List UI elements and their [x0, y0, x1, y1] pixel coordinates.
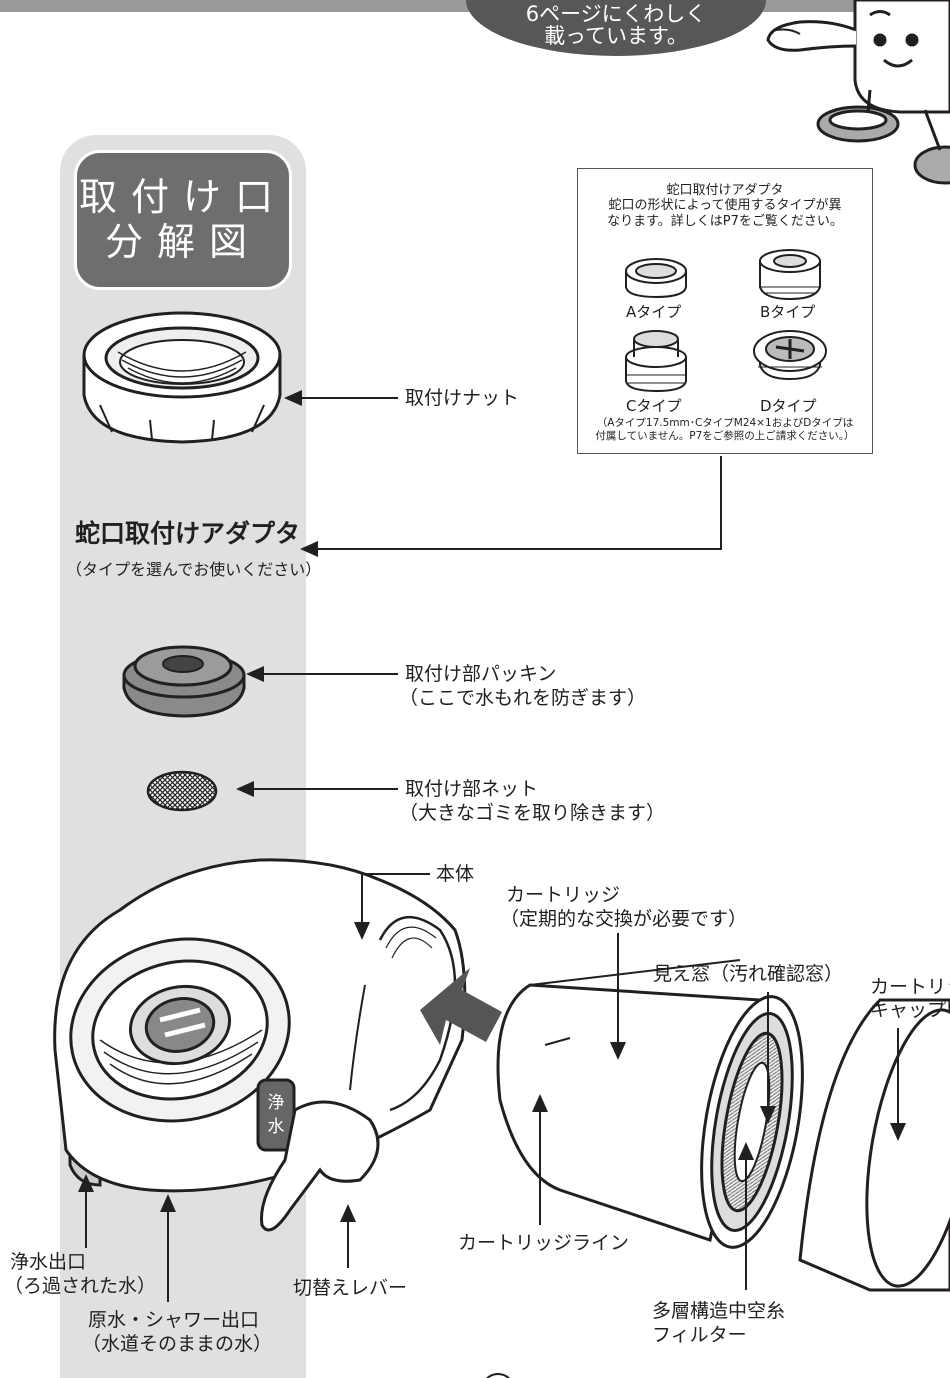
window-pointer-arrow: [760, 992, 776, 1124]
label-outlet-2: （ろ過された水）: [4, 1275, 157, 1297]
bubble-line-1: 6ページにくわしく: [525, 2, 707, 26]
cap-pointer-arrow: [890, 1028, 906, 1141]
info-foot-2: 付属していません。P7をご参照の上ご請求ください。）: [595, 430, 855, 442]
info-type-d: Dタイプ: [760, 397, 817, 415]
label-lever: 切替えレバー: [293, 1277, 408, 1299]
lever-mark-2: 水: [268, 1117, 285, 1137]
info-title: 蛇口取付けアダプタ: [666, 183, 784, 198]
info-type-b: Bタイプ: [760, 303, 816, 321]
adapter-types-illustration: [625, 249, 827, 393]
label-net-2: （大きなゴミを取り除きます）: [399, 802, 666, 824]
main-body-illustration: [53, 858, 467, 1232]
mascot-illustration: [766, 0, 950, 185]
lever-pointer-arrow: [340, 1204, 356, 1268]
adapter-pointer-arrow: [300, 456, 722, 557]
section-title-line-1: 取付け口: [78, 175, 287, 219]
label-adapter-sub: （タイプを選んでお使いください）: [66, 560, 322, 579]
nut-pointer-arrow: [284, 390, 398, 406]
page-number-circle: [485, 1373, 511, 1378]
label-net-1: 取付け部ネット: [405, 778, 539, 800]
net-pointer-arrow: [236, 781, 398, 797]
adapter-info-box: 蛇口取付けアダプタ 蛇口の形状によって使用するタイプが異 なります。詳しくはP7…: [577, 168, 873, 454]
info-foot-1: （Aタイプ17.5mm･CタイプM24×1およびDタイプは: [596, 417, 854, 429]
info-desc-1: 蛇口の形状によって使用するタイプが異: [608, 198, 842, 213]
packing-pointer-arrow: [246, 666, 398, 682]
label-shower-1: 原水・シャワー出口: [88, 1309, 260, 1331]
label-window: 見え窓（汚れ確認窓）: [653, 963, 844, 985]
label-adapter-title: 蛇口取付けアダプタ: [75, 519, 301, 548]
outlet-pointer-arrow: [78, 1174, 94, 1248]
mounting-nut-illustration: [82, 311, 282, 444]
label-cartridge-2: （定期的な交換が必要です）: [500, 908, 748, 930]
label-packing-2: （ここで水もれを防ぎます）: [399, 687, 647, 709]
label-filter-1: 多層構造中空糸: [652, 1300, 786, 1322]
label-outlet-1: 浄水出口: [10, 1251, 87, 1273]
cartridge-illustration: [496, 959, 804, 1249]
body-pointer-arrow: [354, 873, 430, 940]
filter-pointer-arrow: [738, 1142, 754, 1290]
shower-pointer-arrow: [160, 1194, 176, 1302]
assembly-arrow: [420, 968, 502, 1045]
label-body: 本体: [436, 863, 475, 885]
section-title-line-2: 分解図: [104, 220, 261, 264]
label-cap-2: キャップ: [870, 999, 947, 1021]
info-type-c: Cタイプ: [626, 397, 682, 415]
speech-bubble: 6ページにくわしく 載っています。: [466, 0, 766, 56]
label-filter-2: フィルター: [652, 1324, 747, 1346]
info-desc-2: なります。詳しくはP7をご覧ください。: [607, 214, 843, 229]
section-title: 取付け口 分解図: [74, 150, 292, 290]
cartridge-pointer-arrow: [610, 933, 626, 1060]
label-shower-2: （水道そのままの水）: [82, 1333, 273, 1355]
packing-illustration: [122, 645, 246, 718]
label-cartridge-line: カートリッジライン: [458, 1232, 630, 1254]
lever-mark-1: 浄: [268, 1093, 285, 1113]
label-nut: 取付けナット: [405, 387, 520, 409]
label-cap-1: カートリッ: [870, 976, 950, 998]
cartridge-cap-illustration: [798, 998, 950, 1292]
info-type-a: Aタイプ: [626, 303, 682, 321]
net-illustration: [146, 770, 218, 812]
label-cartridge-1: カートリッジ: [506, 884, 621, 906]
bubble-line-2: 載っています。: [544, 24, 688, 48]
label-packing-1: 取付け部パッキン: [405, 663, 557, 685]
line-pointer-arrow: [532, 1094, 548, 1225]
